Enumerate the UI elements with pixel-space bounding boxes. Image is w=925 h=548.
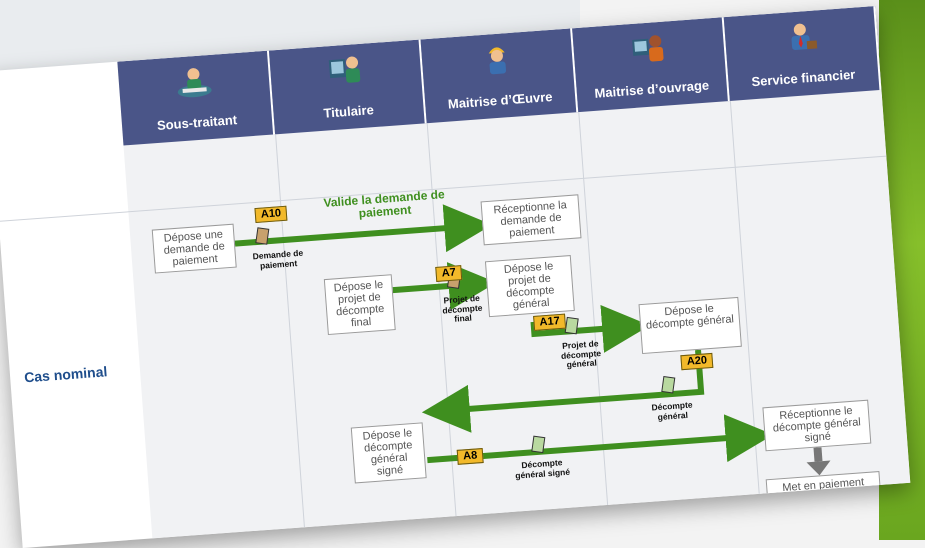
box-depose-projet-general: Dépose le projet de décompte général xyxy=(484,255,575,318)
tag-a17: A17 xyxy=(533,313,567,331)
doc-label-projet-final: Projet de décompte final xyxy=(441,292,483,324)
person-tie-icon xyxy=(791,23,818,51)
lane-header-sous-traitant: Sous-traitant xyxy=(117,50,276,146)
tag-a20: A20 xyxy=(680,352,714,371)
box-receptionne-demande: Réceptionne la demande de paiement xyxy=(480,194,582,246)
lane-header-maitrise-ouvrage: Maitrise d’ouvrage xyxy=(572,17,730,113)
flow-arrow-a10 xyxy=(232,204,493,253)
box-receptionne-signe: Réceptionne le décompte général signé xyxy=(762,399,872,452)
box-depose-demande: Dépose une demande de paiement xyxy=(151,223,237,274)
tag-a7: A7 xyxy=(435,265,463,282)
tag-a10: A10 xyxy=(254,205,288,224)
flow-arrows xyxy=(232,204,831,476)
box-depose-decompte-signe: Dépose le décompte général signé xyxy=(350,422,427,484)
tag-a8: A8 xyxy=(456,447,484,465)
document-icon xyxy=(531,435,546,454)
flow-arrow-gray-head xyxy=(806,460,831,476)
person-computer-icon xyxy=(328,56,361,83)
process-diagram-slide: Sous-traitant Titulaire Maitrise d’Œuvre xyxy=(0,6,911,548)
box-depose-decompte-general: Dépose le décompte général xyxy=(638,296,742,355)
lane-header: Sous-traitant Titulaire Maitrise d’Œuvre xyxy=(117,6,882,146)
person-at-desk-icon xyxy=(177,68,212,98)
doc-label-decompte-signe: Décompte général signé xyxy=(514,457,571,481)
doc-label-projet-general: Projet de décompte général xyxy=(560,338,602,370)
worker-helmet-icon xyxy=(488,47,507,75)
box-depose-projet-final: Dépose le projet de décompte final xyxy=(323,274,396,336)
document-icon xyxy=(564,316,579,335)
lane-header-maitrise-oeuvre: Maitrise d’Œuvre xyxy=(420,28,579,124)
flow-arrow-a7 xyxy=(392,262,497,310)
flow-arrow-gray xyxy=(813,447,823,462)
lane-header-titulaire: Titulaire xyxy=(268,39,427,135)
document-icon xyxy=(255,227,270,245)
document-icon xyxy=(661,375,676,394)
person-computer-icon xyxy=(632,35,664,62)
lane-header-service-financier: Service financier xyxy=(723,6,882,101)
